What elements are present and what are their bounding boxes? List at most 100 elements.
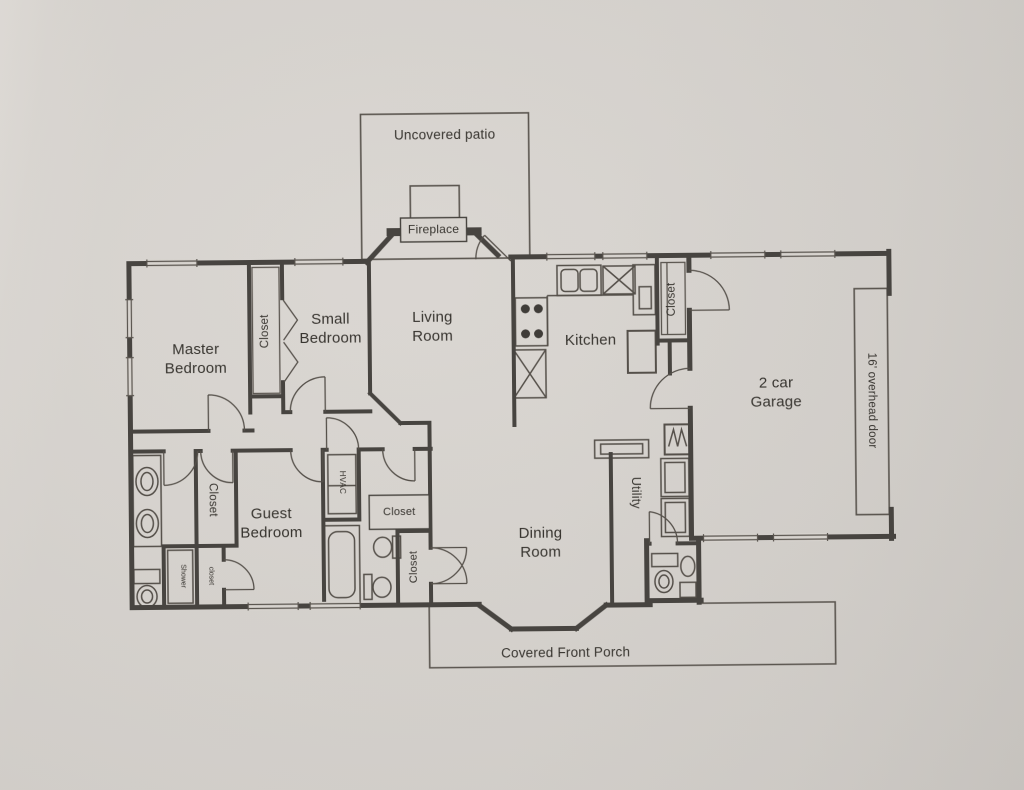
wall-garage-left [686,253,695,541]
window [294,257,344,267]
kitchen-fixtures [512,263,657,399]
room-label-bedroom-closet: Closet [259,314,272,349]
utility-cabinet [593,438,650,459]
refrigerator [626,329,657,374]
porch-outline [428,601,837,669]
vanity-sink-bowl [140,471,154,492]
room-label-walkin-closet: Closet [206,482,219,517]
window [710,250,766,260]
washer-inner [664,461,686,494]
room-label-hvac: HVAC [337,470,348,495]
garage-closet-shelf-line [666,262,669,335]
room-label-uncovered-patio: Uncovered patio [393,126,496,143]
wall [363,230,397,266]
vanity-sink [135,466,159,497]
windows [125,249,836,611]
room-label-shower: Shower [179,564,187,589]
bathtub-inner [327,530,356,599]
wall-living-west [366,259,432,426]
wall-hall-closet [395,528,433,608]
shower-pan [166,549,194,605]
kitchen-sink [556,264,602,297]
window [602,251,648,261]
window [546,252,596,261]
wall [472,229,502,259]
outline-shapes [359,112,891,669]
doors [163,234,730,591]
window [146,259,198,268]
vanity-sink [135,508,160,539]
room-label-utility: Utility [628,476,644,509]
pedestal-sink [680,555,696,578]
master-bedroom-door [207,394,246,431]
hvac-closet-door [325,417,360,450]
garage-rear-door [688,269,730,311]
hvac-unit [326,453,358,515]
dining-door-b [430,547,468,585]
right-counter-inset [638,285,653,310]
wall-garage-closet [654,254,692,376]
wall-utility-west [608,452,615,606]
room-label-guest-bedroom: Guest Bedroom [240,504,303,542]
room-label-dining-room: Dining Room [518,524,563,561]
patio-outline [359,112,531,261]
powder-room-door [648,511,679,544]
master-bath-door [163,451,199,486]
burner [533,304,543,314]
walls [126,227,897,633]
room-label-garage: 2 car Garage [750,374,802,411]
bath-closet-label-box [368,494,431,531]
label-boxes [368,216,468,531]
toilet-tank [133,568,161,585]
wall-master-south [128,428,255,434]
wall [129,601,482,611]
burner [520,304,530,314]
stove [514,296,549,347]
window [125,357,135,397]
dishwasher [602,265,636,295]
pantry-x [513,349,547,399]
toilet-tank [650,552,679,568]
wall-bedroom-closet [246,260,286,415]
room-label-small-bedroom: Small Bedroom [299,310,362,348]
window [772,532,829,542]
wall-dining-west [427,420,434,607]
room-label-bath-closet: Closet [383,505,416,519]
water-heater-mark [667,426,688,447]
room-label-fireplace: Fireplace [407,221,460,237]
fireplace-label-box [399,216,468,243]
wall-kitchen-west [510,255,517,427]
walkin-closet-door [200,450,234,484]
room-label-master-bedroom: Master Bedroom [164,340,228,378]
wall-small-bedroom-south [281,409,373,415]
burner [534,329,544,339]
window [702,533,759,543]
room-label-hall-closet: Closet [407,550,420,584]
window [309,601,361,610]
window [780,249,836,259]
closet-shelving [251,261,687,395]
room-label-living-room: Living Room [412,308,454,345]
label-overhead-door: 16' overhead door [865,352,879,449]
wall-bath-closets [161,448,239,610]
burner [521,329,531,339]
bath-sink [372,536,393,558]
garage-entry-door [649,367,691,410]
toilet-bowl [136,584,158,609]
bedroom-closet-shelf [251,266,281,395]
utility-cabinet-inner [599,442,644,455]
toilet-bowl [372,576,392,599]
powder-room-fixtures [650,552,697,599]
garage-closet-shelf [660,261,687,336]
hall-bath-door [382,448,416,482]
dishwasher-x [602,265,636,295]
wall-dining-bay [475,601,653,633]
bifold-closet-doors [282,299,299,383]
vanity-sink-bowl [140,513,155,534]
small-bedroom-door [289,376,326,413]
room-label-kitchen: Kitchen [564,331,617,349]
sink-bowl-left [560,268,579,293]
